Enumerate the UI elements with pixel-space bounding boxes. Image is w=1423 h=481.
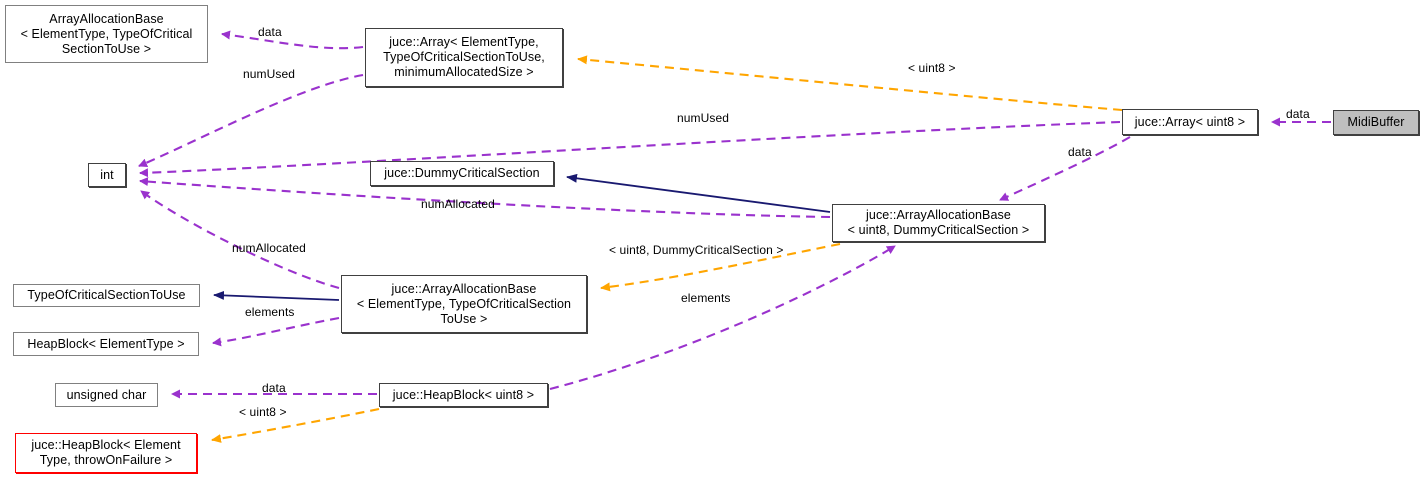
edge-label-data-3: data [1068,145,1092,159]
node-heap-block-element-type[interactable]: HeapBlock< ElementType > [13,332,199,356]
edge-allocbasetemplate-to-heapblock-elements [212,316,340,347]
edge-label-uint8-1: < uint8 > [908,61,956,75]
node-juce-heap-block-uint8[interactable]: juce::HeapBlock< uint8 > [379,383,548,407]
node-juce-array-uint8[interactable]: juce::Array< uint8 > [1122,109,1258,135]
edge-allocbaseuint8-to-int-numallocated [139,177,831,219]
edge-label-data-1: data [258,25,282,39]
usage-edges [138,30,1331,399]
edge-label-uint8-2: < uint8 > [239,405,287,419]
edge-array-to-allocbase-data [221,30,364,50]
edge-label-num-allocated-2: numAllocated [232,241,306,255]
node-juce-dummy-critical-section[interactable]: juce::DummyCriticalSection [370,161,554,186]
edge-label-elements-2: elements [245,305,295,319]
edge-label-num-used-1: numUsed [243,67,296,81]
edge-label-elements-1: elements [681,291,731,305]
node-type-of-critical-section-to-use[interactable]: TypeOfCriticalSectionToUse [13,284,200,307]
edge-label-num-used-2: numUsed [677,111,730,125]
edge-arrayuint8-to-arraytemplate-uint8 [577,55,1123,112]
edge-arrayuint8-to-int-numused [139,120,1121,178]
edge-label-data-4: data [262,381,286,395]
edge-label-uint8-dummycriticalsection: < uint8, DummyCriticalSection > [609,243,784,257]
node-int[interactable]: int [88,163,126,187]
node-unsigned-char[interactable]: unsigned char [55,383,158,407]
node-juce-array-allocation-base-template[interactable]: juce::ArrayAllocationBase < ElementType,… [341,275,587,333]
edge-label-num-allocated-1: numAllocated [421,197,495,211]
node-juce-heap-block-element-type[interactable]: juce::HeapBlock< Element Type, throwOnFa… [15,433,197,473]
edge-heapblockuint8-to-allocbaseuint8-elements [549,245,896,391]
node-midi-buffer[interactable]: MidiBuffer [1333,110,1419,135]
edge-allocbasetemplate-to-typeofcriticalsection [213,290,340,301]
node-juce-array-allocation-base-uint8[interactable]: juce::ArrayAllocationBase < uint8, Dummy… [832,204,1045,242]
edge-array-to-int-numused [138,73,364,168]
template-edges [211,55,1123,443]
edge-heapblockuint8-to-heapblocktemplate-uint8 [211,407,380,443]
edge-label-data-2: data [1286,107,1310,121]
node-array-allocation-base-template[interactable]: ArrayAllocationBase < ElementType, TypeO… [5,5,208,63]
edge-allocbaseuint8-to-dummycriticalsection [566,173,831,213]
inheritance-edges [213,173,831,301]
edge-allocbaseuint8-to-allocbasetemplate-uint8dcs [600,242,841,292]
edge-allocbasetemplate-to-int-numallocated [140,190,340,290]
edge-arrayuint8-to-allocbaseuint8-data [999,136,1131,201]
node-juce-array-template[interactable]: juce::Array< ElementType, TypeOfCritical… [365,28,563,87]
